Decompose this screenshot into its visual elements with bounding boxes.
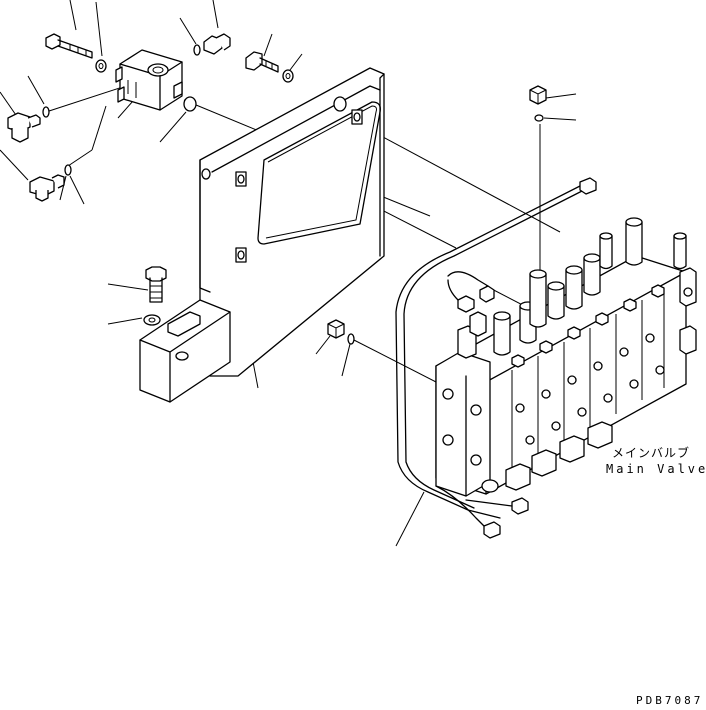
mounting-bracket xyxy=(139,67,385,403)
washer-top-center xyxy=(282,69,294,83)
o-ring-top-right xyxy=(534,114,544,122)
o-ring-small-1 xyxy=(193,44,201,56)
o-ring-small-3 xyxy=(64,164,72,176)
elbow-fitting-left xyxy=(29,174,65,202)
main-valve-label-en: Main Valve xyxy=(606,462,706,476)
o-ring-small-2 xyxy=(42,106,50,118)
main-valve xyxy=(435,217,697,497)
washer-top-left xyxy=(95,59,107,73)
bolt-top-left xyxy=(45,33,93,59)
bolt-top-center xyxy=(245,51,279,73)
washer-bracket xyxy=(143,314,161,326)
pressure-block xyxy=(115,49,183,111)
elbow-fitting-top xyxy=(203,33,231,55)
main-valve-label-jp: メインバルブ xyxy=(612,446,691,460)
plug-valve-side xyxy=(327,319,345,339)
o-ring-valve-side xyxy=(347,333,355,345)
bolt-bracket xyxy=(145,266,167,303)
plug-top-right xyxy=(529,85,547,105)
wiring-harness xyxy=(395,177,597,539)
o-ring-block xyxy=(183,96,197,112)
drawing-code: PDB7087 xyxy=(636,694,704,707)
tee-fitting-left xyxy=(7,112,41,143)
